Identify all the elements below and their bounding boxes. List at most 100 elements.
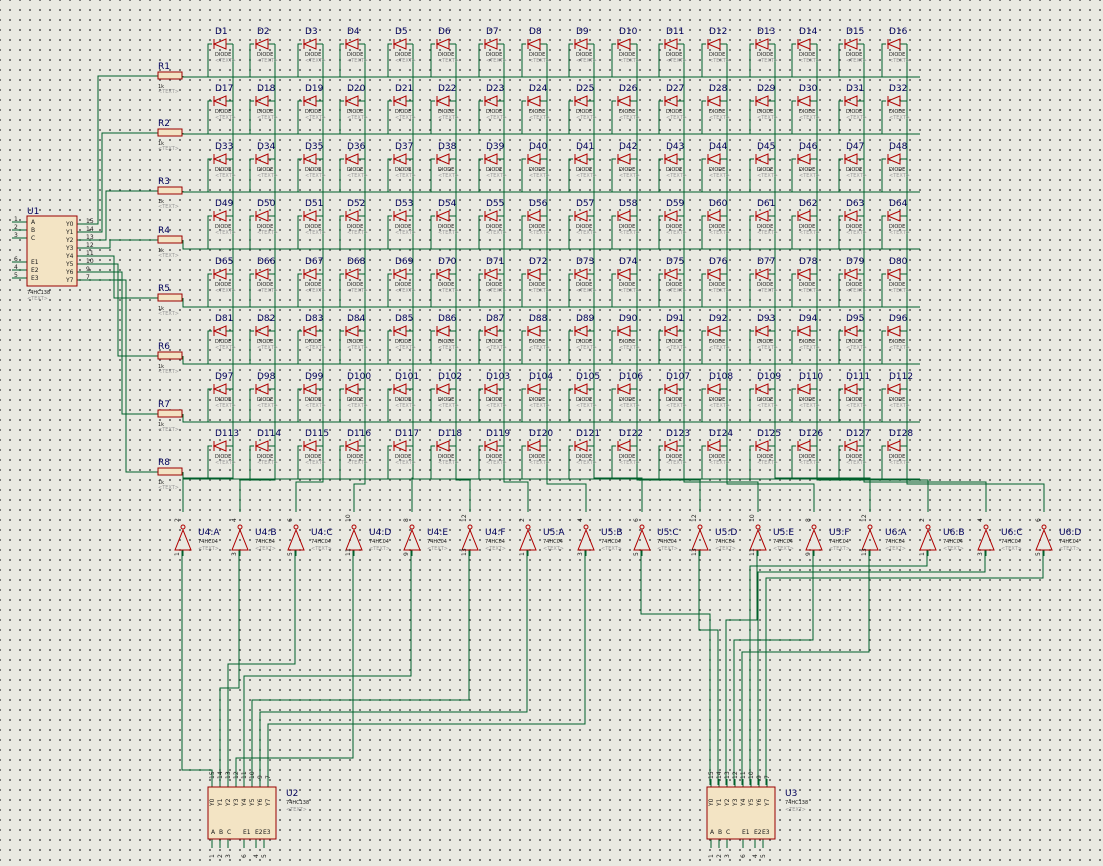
inverter-part: 74HC04 [657,539,677,545]
diode-label: D35 [305,142,323,152]
diode-symbol [302,38,317,50]
diode-text: <TEXT> [576,58,597,64]
diode-symbol [843,95,858,107]
diode-type: DIODE [305,454,321,460]
decoder-bottom-pin: 4 [752,854,759,858]
diode-tap [521,215,526,249]
diode-label: D83 [305,314,323,324]
decoder-input-name: A [211,829,216,836]
diode-label: D11 [666,27,684,37]
u1-decoder [26,215,78,287]
diode-label: D91 [666,314,684,324]
diode-text: <TEXT> [347,230,368,236]
diode-text: <TEXT> [666,58,687,64]
diode-label: D40 [529,142,548,152]
diode-text: <TEXT> [709,345,730,351]
diode-symbol [392,383,407,395]
diode-text: <TEXT> [257,460,278,466]
diode-type: DIODE [619,167,635,173]
diode-text: <TEXT> [257,115,278,121]
diode-symbol [435,210,450,222]
diode-type: DIODE [215,397,231,403]
diode-symbol [886,325,901,337]
diode-text: <TEXT> [889,230,910,236]
diode-text: <TEXT> [347,115,368,121]
diode-tap [478,330,483,364]
diode-type: DIODE [305,224,321,230]
resistor-text: <TEXT> [158,89,179,95]
diode-text: <TEXT> [395,460,416,466]
diode-label: D51 [305,199,323,209]
inverter-part: 74HC04 [543,539,563,545]
diode-text: <TEXT> [757,460,778,466]
inverter-label: U6:A [885,528,907,538]
inverter-label: U5:E [773,528,794,538]
diode-tap [249,330,254,364]
diode-label: D63 [846,199,864,209]
diode-symbol [886,153,901,165]
diode-symbol [526,38,541,50]
diode-text: <TEXT> [889,288,910,294]
inverter-out-pin: 2 [919,518,926,522]
diode-tap [297,330,302,364]
diode-type: DIODE [799,52,815,58]
row-drop [182,298,200,308]
diode-symbol [344,268,359,280]
decoder-output-name: Y4 [241,798,248,807]
diode-type: DIODE [486,167,502,173]
decoder-input-name: E1 [742,829,750,836]
diode-tap [749,330,754,364]
diode-text: <TEXT> [215,115,236,121]
diode-symbol [706,440,721,452]
diode-label: D10 [619,27,638,37]
diode-label: D56 [529,199,548,209]
diode-text: <TEXT> [215,403,236,409]
inverter-body [633,528,651,551]
resistor-label: R2 [158,119,170,129]
diode-type: DIODE [215,224,231,230]
diode-type: DIODE [757,282,773,288]
diode-symbol [344,325,359,337]
diode-label: D46 [799,142,818,152]
diode-label: D128 [889,429,913,439]
diode-tap [611,215,616,249]
diode-text: <TEXT> [347,345,368,351]
resistor-text: <TEXT> [158,485,179,491]
diode-symbol [526,268,541,280]
diode-symbol [796,153,811,165]
diode-tap [881,215,886,249]
diode-symbol [573,325,588,337]
diode-symbol [616,38,631,50]
decoder-bottom-pin: 3 [724,854,731,858]
inverter-out-pin: 4 [577,518,584,522]
diode-symbol [212,325,227,337]
decoder-label: U3 [785,789,797,799]
inverter-in-pin: 3 [577,552,584,556]
diode-tap [297,445,302,479]
diode-text: <TEXT> [305,58,326,64]
diode-label: D93 [757,314,775,324]
inverter-text: <TEXT> [943,546,964,552]
diode-symbol [573,210,588,222]
diode-tap [478,215,483,249]
diode-type: DIODE [709,52,725,58]
decoder-top-pin: 15 [209,771,216,779]
diode-tap [568,43,573,77]
diode-type: DIODE [305,397,321,403]
u1-input-name: E1 [31,259,39,266]
resistor-value: 1k [158,306,164,312]
diode-symbol [392,153,407,165]
decoder-label: U2 [286,789,298,799]
diode-symbol [392,95,407,107]
